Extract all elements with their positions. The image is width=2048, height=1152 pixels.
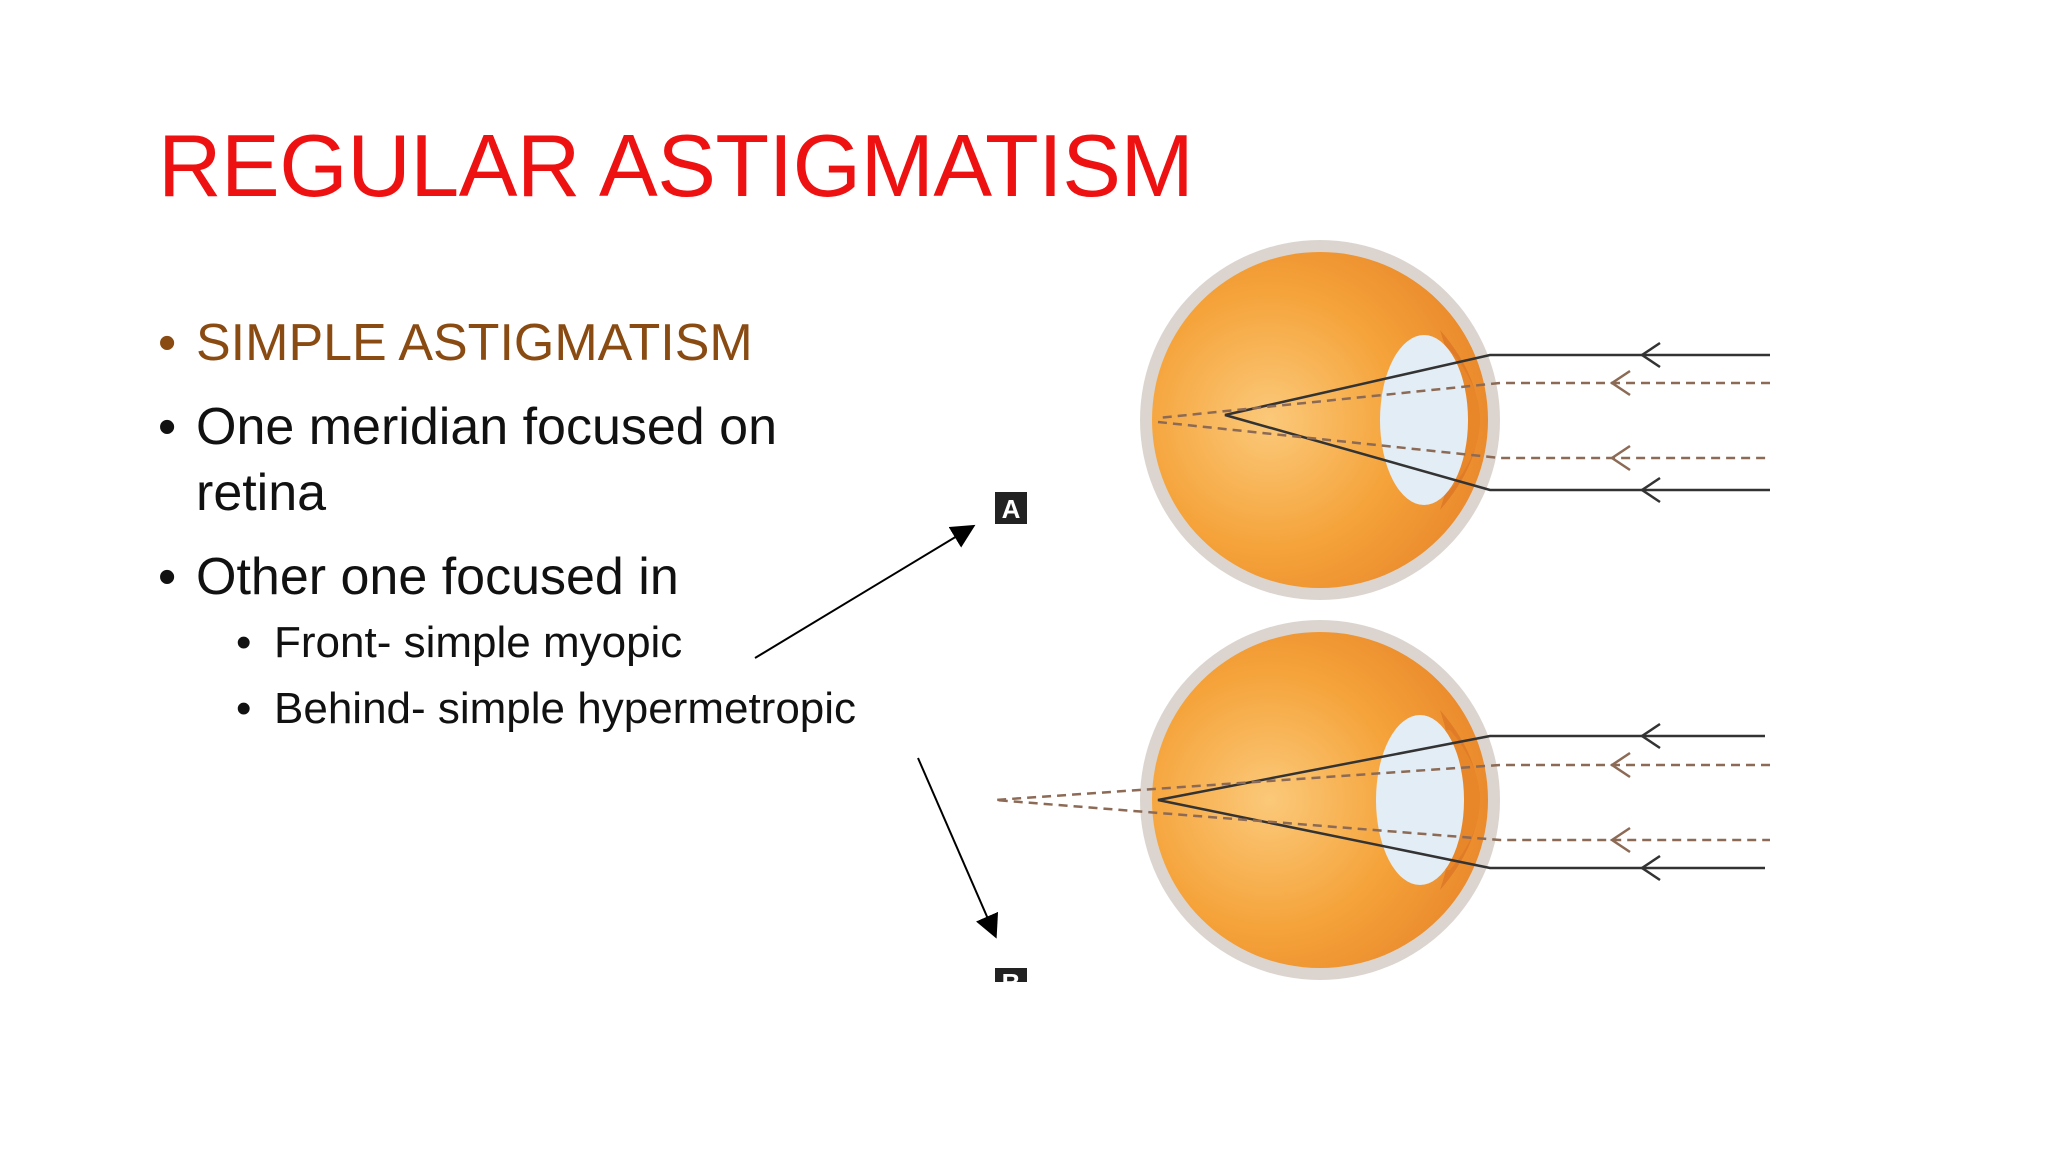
ray-arrow-a-1 xyxy=(1639,341,1661,369)
ray-arrow-b-1 xyxy=(1639,722,1661,750)
ray-arrow-a-3 xyxy=(1609,444,1631,472)
panel-label-b-text: B xyxy=(1002,968,1021,998)
bullet-other-one: Other one focused in xyxy=(158,544,978,610)
ray-arrow-a-4 xyxy=(1639,476,1661,504)
ray-arrow-b-4 xyxy=(1639,854,1661,882)
ray-arrow-b-2 xyxy=(1609,751,1631,779)
solid-ray-a xyxy=(1224,353,1770,492)
arrow-to-panel-b xyxy=(917,757,999,939)
panel-label-a: A xyxy=(995,492,1027,524)
panel-label-a-text: A xyxy=(1002,494,1021,524)
sub-bullet-front: Front- simple myopic xyxy=(158,610,978,676)
arrow-to-panel-a xyxy=(754,524,976,659)
bullet-one-meridian: One meridian focused on retina xyxy=(158,394,836,526)
eyeball-a xyxy=(1152,252,1488,588)
lens-b xyxy=(1376,715,1464,885)
bullet-simple-astigmatism: SIMPLE ASTIGMATISM xyxy=(158,310,978,376)
ray-arrow-b-3 xyxy=(1609,826,1631,854)
dashed-ray-a xyxy=(1157,381,1770,460)
solid-ray-b xyxy=(1157,734,1765,870)
slide-title: REGULAR ASTIGMATISM xyxy=(158,116,1194,215)
dashed-ray-b xyxy=(994,763,1770,842)
eye-diagram-a xyxy=(1140,240,1770,600)
ray-arrow-a-2 xyxy=(1609,369,1631,397)
eye-diagram-b xyxy=(994,620,1770,980)
eyeball-b xyxy=(1152,632,1488,968)
lens-a xyxy=(1380,335,1468,505)
panel-label-b: B xyxy=(995,968,1027,998)
bullet-list: SIMPLE ASTIGMATISM One meridian focused … xyxy=(158,310,978,742)
sub-bullet-behind: Behind- simple hypermetropic xyxy=(158,676,978,742)
